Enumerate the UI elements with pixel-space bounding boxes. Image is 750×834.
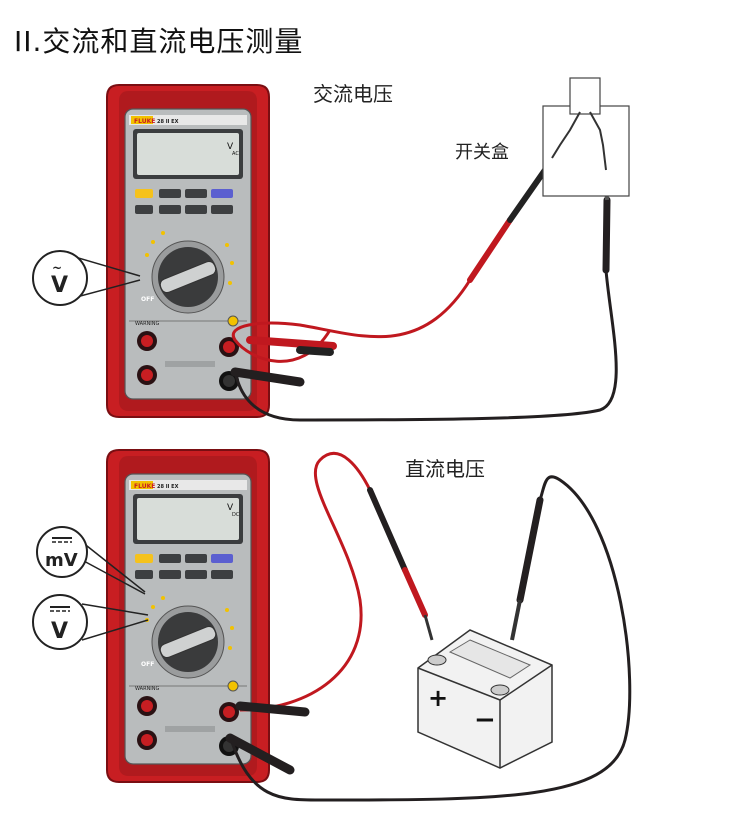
dc-v-callout: V: [32, 594, 149, 650]
lcd-unit-dc: V: [227, 503, 234, 513]
battery: + −: [417, 629, 553, 769]
dc-v-symbol: V: [51, 619, 68, 644]
ac-voltage-label: 交流电压: [313, 82, 393, 106]
meter-model: 28 II EX: [157, 119, 179, 125]
dc-voltage-label: 直流电压: [405, 457, 485, 481]
ac-multimeter: FLUKE 28 II EX V AC OFF WARNING: [106, 84, 270, 418]
switch-box-label: 开关盒: [455, 142, 509, 163]
ac-callout: ~ V: [32, 250, 141, 306]
meter-model-dc: 28 II EX: [157, 484, 179, 490]
dc-mv-callout: mV: [36, 526, 146, 595]
meter-brand: FLUKE: [134, 118, 155, 125]
page-title: II.交流和直流电压测量: [14, 25, 304, 58]
ac-dial-symbol: V: [51, 273, 68, 298]
warning-text: WARNING: [135, 321, 160, 327]
dial-off: OFF: [141, 296, 154, 303]
dc-multimeter: FLUKE 28 II EX V DC OFF WARNING: [106, 449, 270, 783]
meter-brand-dc: FLUKE: [134, 483, 155, 490]
ac-red-lead: [231, 279, 472, 363]
switch-box: [542, 77, 630, 197]
lcd-sub: AC: [232, 151, 239, 157]
dc-red-lead: [239, 452, 372, 712]
dc-black-lead: [228, 475, 632, 802]
svg-text:~: ~: [52, 261, 62, 275]
lcd-unit: V: [227, 142, 234, 152]
ac-black-lead: [233, 269, 618, 422]
battery-positive: +: [428, 684, 448, 712]
warning-text-dc: WARNING: [135, 686, 160, 692]
dc-mv-symbol: mV: [45, 550, 78, 571]
battery-negative: −: [474, 705, 496, 735]
lcd-sub-dc: DC: [232, 512, 240, 518]
dial-off-dc: OFF: [141, 661, 154, 668]
